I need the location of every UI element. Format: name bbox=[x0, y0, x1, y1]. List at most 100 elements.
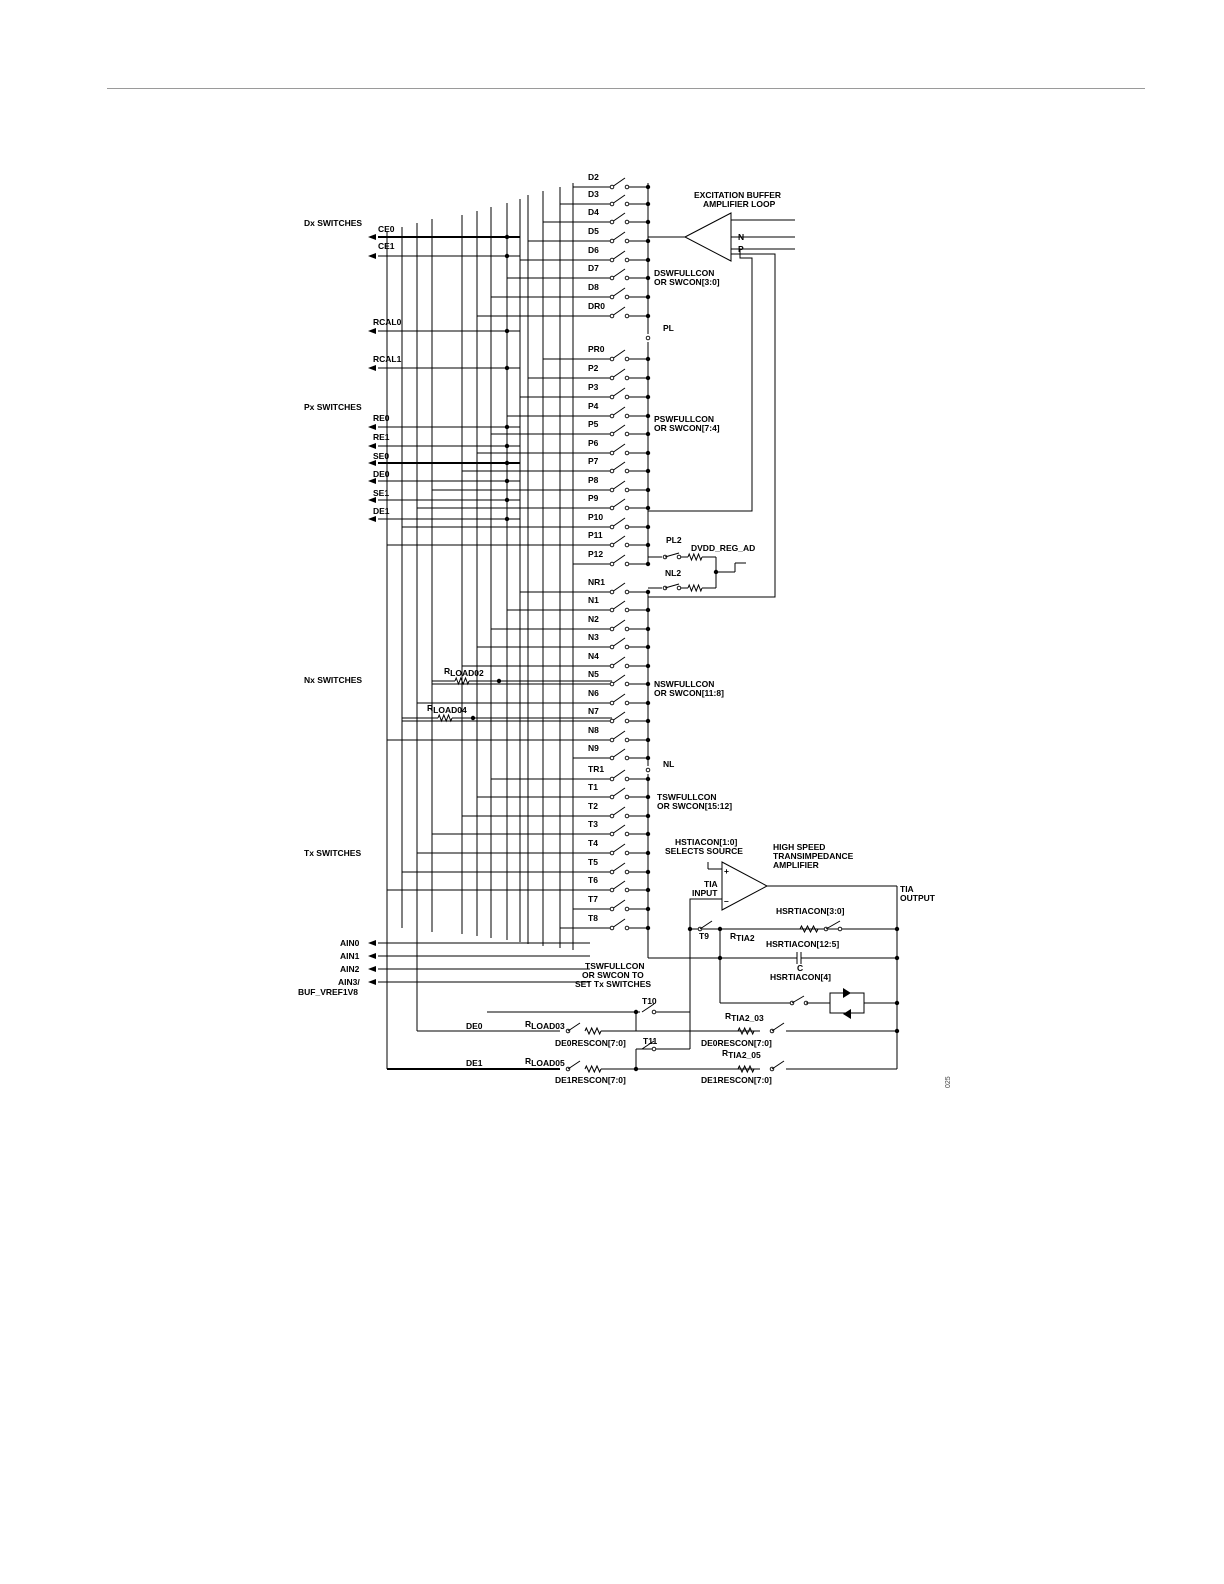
switch-label-t3: T3 bbox=[588, 819, 598, 829]
switch-contact bbox=[609, 487, 615, 493]
switch-blade bbox=[611, 177, 626, 188]
amplifier-label: AMPLIFIER bbox=[773, 860, 819, 870]
switch-contact bbox=[624, 589, 630, 595]
tia-input-rail bbox=[689, 898, 722, 1049]
bus-junction bbox=[645, 589, 651, 595]
ain-arrow bbox=[368, 953, 376, 959]
bus-junction bbox=[645, 561, 651, 567]
pin-arrow bbox=[368, 497, 376, 503]
bus-junction bbox=[645, 718, 651, 724]
de1rescon-left-label: DE1RESCON[7:0] bbox=[555, 1075, 626, 1085]
junction-dot bbox=[633, 1066, 639, 1072]
tia-plus: + bbox=[724, 866, 729, 876]
bus-junction bbox=[645, 356, 651, 362]
switch-label-d8: D8 bbox=[588, 282, 599, 292]
hsrtiacon-4-label: HSRTIACON[4] bbox=[770, 972, 831, 982]
buffer-n-feedback bbox=[648, 253, 776, 598]
excitation-buffer-label-2: AMPLIFIER LOOP bbox=[703, 199, 776, 209]
pin-arrow bbox=[368, 516, 376, 522]
switch-contact bbox=[609, 431, 615, 437]
switch-nr1: NR1 bbox=[588, 577, 651, 595]
switch-d6: D6 bbox=[588, 245, 651, 263]
switch-label-d2: D2 bbox=[588, 172, 599, 182]
bus-junction bbox=[645, 850, 651, 856]
switch-label-p3: P3 bbox=[588, 382, 599, 392]
wire bbox=[771, 1022, 785, 1032]
excitation-buffer-label: EXCITATION BUFFER bbox=[694, 190, 781, 200]
switch-contact bbox=[624, 831, 630, 837]
t10-label: T10 bbox=[642, 996, 657, 1006]
pin-junction bbox=[504, 516, 510, 522]
switch-label-n6: N6 bbox=[588, 688, 599, 698]
switch-blade bbox=[611, 693, 626, 704]
switch-contact bbox=[624, 869, 630, 875]
bus-junction bbox=[645, 184, 651, 190]
pin-junction bbox=[504, 328, 510, 334]
junction-dot bbox=[894, 1028, 900, 1034]
rload05-label: RLOAD05 bbox=[525, 1056, 565, 1068]
pl-label: PL bbox=[663, 323, 674, 333]
ain-arrow bbox=[368, 940, 376, 946]
switch-d4: D4 bbox=[588, 207, 651, 225]
rtia2-05-label: RTIA2_05 bbox=[722, 1048, 761, 1060]
switch-contact bbox=[609, 700, 615, 706]
pin-ain3: AIN3/ bbox=[338, 977, 360, 987]
switch-contact bbox=[624, 375, 630, 381]
circle bbox=[651, 1046, 657, 1052]
bus-junction bbox=[645, 524, 651, 530]
px-switches-label: Px SWITCHES bbox=[304, 402, 362, 412]
wire bbox=[791, 995, 805, 1004]
switch-contact bbox=[609, 184, 615, 190]
switch-contact bbox=[609, 831, 615, 837]
switch-label-p12: P12 bbox=[588, 549, 603, 559]
junction-dot bbox=[687, 926, 693, 932]
buffer-p-feedback bbox=[648, 249, 753, 512]
switch-label-n8: N8 bbox=[588, 725, 599, 735]
switch-blade bbox=[611, 674, 626, 685]
diode-pair bbox=[829, 992, 865, 1014]
rload04-label: RLOAD04 bbox=[427, 703, 467, 715]
switch-label-n7: N7 bbox=[588, 706, 599, 716]
switch-contact bbox=[624, 644, 630, 650]
switch-contact bbox=[624, 394, 630, 400]
tia-minus: – bbox=[724, 896, 729, 906]
hsrtia-resistor bbox=[799, 924, 819, 934]
switch-contact bbox=[624, 776, 630, 782]
bus-junction bbox=[645, 794, 651, 800]
switch-contact bbox=[609, 589, 615, 595]
switch-blade bbox=[611, 582, 626, 593]
circle bbox=[676, 554, 682, 560]
pin-arrow bbox=[368, 365, 376, 371]
switch-blade bbox=[611, 306, 626, 317]
bus-junction bbox=[645, 869, 651, 875]
tswcon-label: TSWFULLCON bbox=[585, 961, 645, 971]
bus-junction bbox=[645, 257, 651, 263]
tswfullcon-label-2: OR SWCON[15:12] bbox=[657, 801, 732, 811]
switch-contact bbox=[624, 313, 630, 319]
switch-blade bbox=[611, 424, 626, 435]
bus-junction bbox=[645, 219, 651, 225]
switch-blade bbox=[611, 535, 626, 546]
dx-switches-label: Dx SWITCHES bbox=[304, 218, 362, 228]
pl2-label: PL2 bbox=[666, 535, 682, 545]
bus-junction bbox=[645, 887, 651, 893]
switch-blade bbox=[611, 268, 626, 279]
de0rescon-left-label: DE0RESCON[7:0] bbox=[555, 1038, 626, 1048]
switch-blade bbox=[611, 387, 626, 398]
wire bbox=[699, 920, 713, 930]
bus-junction bbox=[645, 813, 651, 819]
switch-contact bbox=[624, 505, 630, 511]
switch-label-t4: T4 bbox=[588, 838, 598, 848]
wire bbox=[641, 1003, 655, 1013]
transimpedance-amplifier bbox=[721, 861, 769, 911]
switch-blade bbox=[611, 349, 626, 360]
circle bbox=[837, 926, 843, 932]
switch-contact bbox=[609, 561, 615, 567]
switch-blade bbox=[611, 287, 626, 298]
pswfullcon-label-2: OR SWCON[7:4] bbox=[654, 423, 720, 433]
bus-junction bbox=[645, 450, 651, 456]
switch-label-dr0: DR0 bbox=[588, 301, 605, 311]
switch-contact bbox=[609, 887, 615, 893]
dswfullcon-label: DSWFULLCON bbox=[654, 268, 714, 278]
wire bbox=[567, 1022, 581, 1032]
